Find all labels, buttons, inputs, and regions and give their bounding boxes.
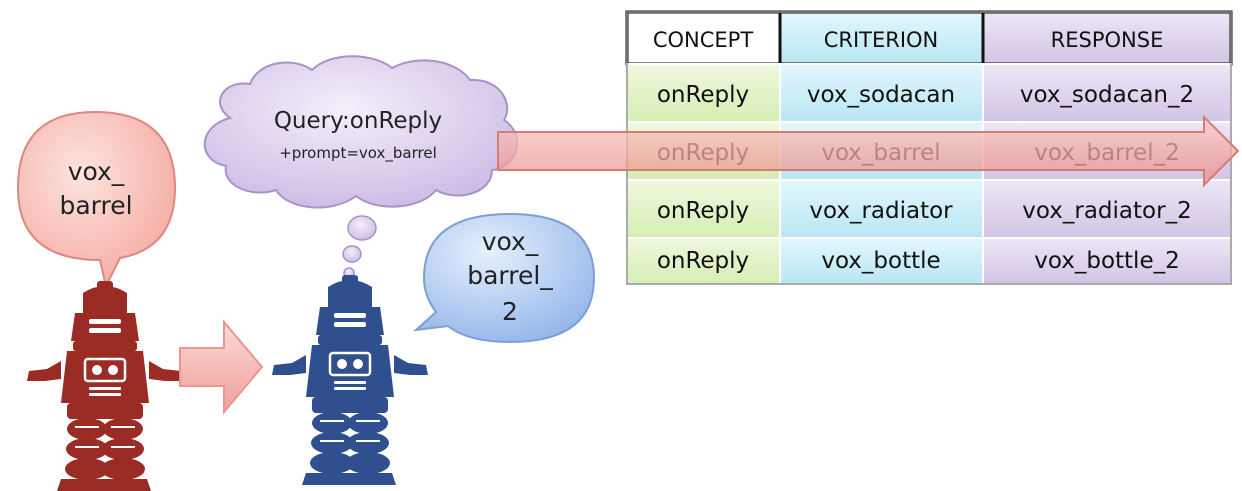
thought-bubble-medium	[342, 245, 362, 263]
table-cell	[626, 179, 781, 239]
table-cell	[779, 179, 984, 239]
thought-cloud: Query:onReply +prompt=vox_barrel	[203, 55, 519, 279]
speech-left-line2: barrel	[59, 191, 132, 220]
header-concept: CONCEPT	[653, 28, 753, 52]
robot-right	[272, 275, 428, 485]
row2-concept: onReply	[657, 198, 749, 224]
arrow-match	[497, 114, 1240, 188]
robot-left	[27, 281, 183, 491]
table-cell	[982, 237, 1232, 285]
thought-bubble-large	[347, 215, 377, 241]
header-criterion: CRITERION	[824, 28, 939, 52]
speech-bubble-left: vox_ barrel	[16, 110, 177, 289]
row0-criterion: vox_sodacan	[807, 82, 955, 108]
table-cell	[982, 179, 1232, 239]
row0-response: vox_sodacan_2	[1020, 82, 1194, 108]
table-cell	[626, 63, 781, 123]
speech-right-line1: vox_	[482, 227, 539, 256]
row2-criterion: vox_radiator	[809, 198, 953, 224]
row2-response: vox_radiator_2	[1022, 198, 1191, 224]
thought-query: Query:onReply	[274, 108, 442, 134]
row3-criterion: vox_bottle	[821, 248, 940, 274]
row3-concept: onReply	[657, 248, 749, 274]
row3-response: vox_bottle_2	[1034, 248, 1179, 274]
thought-prompt: +prompt=vox_barrel	[279, 144, 437, 163]
speech-right-line2: barrel_	[467, 261, 553, 290]
arrow-small	[179, 319, 264, 415]
speech-left-line1: vox_	[68, 157, 125, 186]
table-cell	[779, 237, 984, 285]
header-response: RESPONSE	[1051, 28, 1164, 52]
speech-right-line3: 2	[502, 297, 518, 326]
row0-concept: onReply	[657, 82, 749, 108]
speech-bubble-right: vox_ barrel_ 2	[412, 212, 596, 344]
